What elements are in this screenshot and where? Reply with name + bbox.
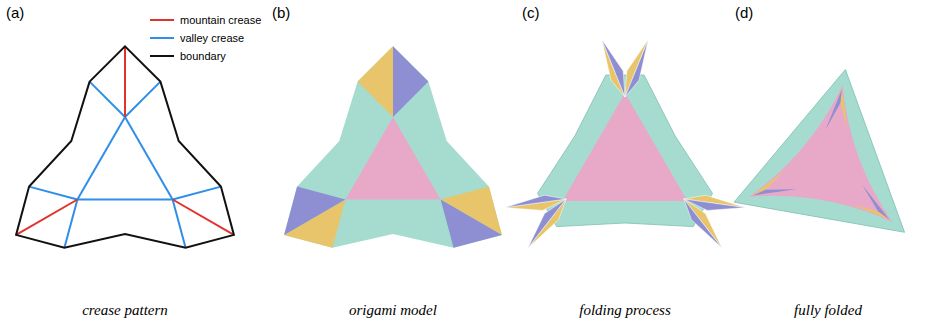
legend-line-sample	[150, 37, 174, 39]
purple-facet	[284, 187, 345, 235]
teal-panel	[284, 46, 502, 248]
mountain-crease	[124, 46, 126, 117]
mountain-crease	[16, 200, 77, 235]
legend-line-sample	[150, 55, 174, 57]
panel-caption: folding process	[579, 302, 671, 319]
pink-surface	[749, 85, 892, 222]
panel-letter: (b)	[272, 4, 290, 21]
pink-triangle	[345, 117, 440, 200]
purple-facet	[393, 46, 428, 117]
panel-caption: origami model	[349, 302, 437, 319]
folding-process	[505, 40, 746, 248]
legend-text: boundary	[180, 50, 226, 62]
boundary-legend: boundary	[150, 50, 226, 62]
folded-flap	[684, 199, 722, 248]
mountain-crease-legend: mountain crease	[150, 14, 261, 26]
legend-text: mountain crease	[180, 14, 261, 26]
purple-facet	[441, 200, 502, 248]
origami-model	[284, 46, 502, 248]
legend-line-sample	[150, 19, 174, 21]
panel-caption: fully folded	[794, 302, 862, 319]
valley-crease	[29, 187, 77, 200]
fully-folded	[734, 70, 905, 233]
panel-caption: crease pattern	[82, 302, 168, 319]
pink-triangle	[563, 93, 688, 201]
folded-flap	[825, 89, 842, 130]
valley-crease	[125, 82, 160, 117]
crease-pattern	[16, 46, 234, 248]
valley-crease-legend: valley crease	[150, 32, 244, 44]
panel-letter: (d)	[735, 4, 753, 21]
panel-letter: (c)	[522, 4, 540, 21]
folded-flap	[862, 185, 889, 220]
folded-flap	[602, 40, 625, 98]
valley-crease	[90, 82, 125, 117]
folded-flap	[684, 199, 722, 248]
folded-flap	[625, 40, 648, 98]
folded-flap	[602, 40, 625, 98]
yellow-facet	[358, 46, 393, 117]
valley-crease	[173, 187, 221, 200]
folded-flap	[852, 204, 889, 219]
folded-flap	[753, 189, 797, 195]
valley-crease	[125, 117, 173, 200]
folded-flap	[625, 40, 648, 98]
boundary-outline	[16, 46, 234, 248]
panel-letter: (a)	[6, 4, 24, 21]
valley-crease	[77, 199, 172, 201]
teal-panel	[734, 70, 905, 233]
legend-text: valley crease	[180, 32, 244, 44]
folded-flap	[505, 195, 566, 207]
valley-crease	[77, 117, 125, 200]
mountain-crease	[173, 200, 234, 235]
folded-flap	[840, 89, 847, 129]
